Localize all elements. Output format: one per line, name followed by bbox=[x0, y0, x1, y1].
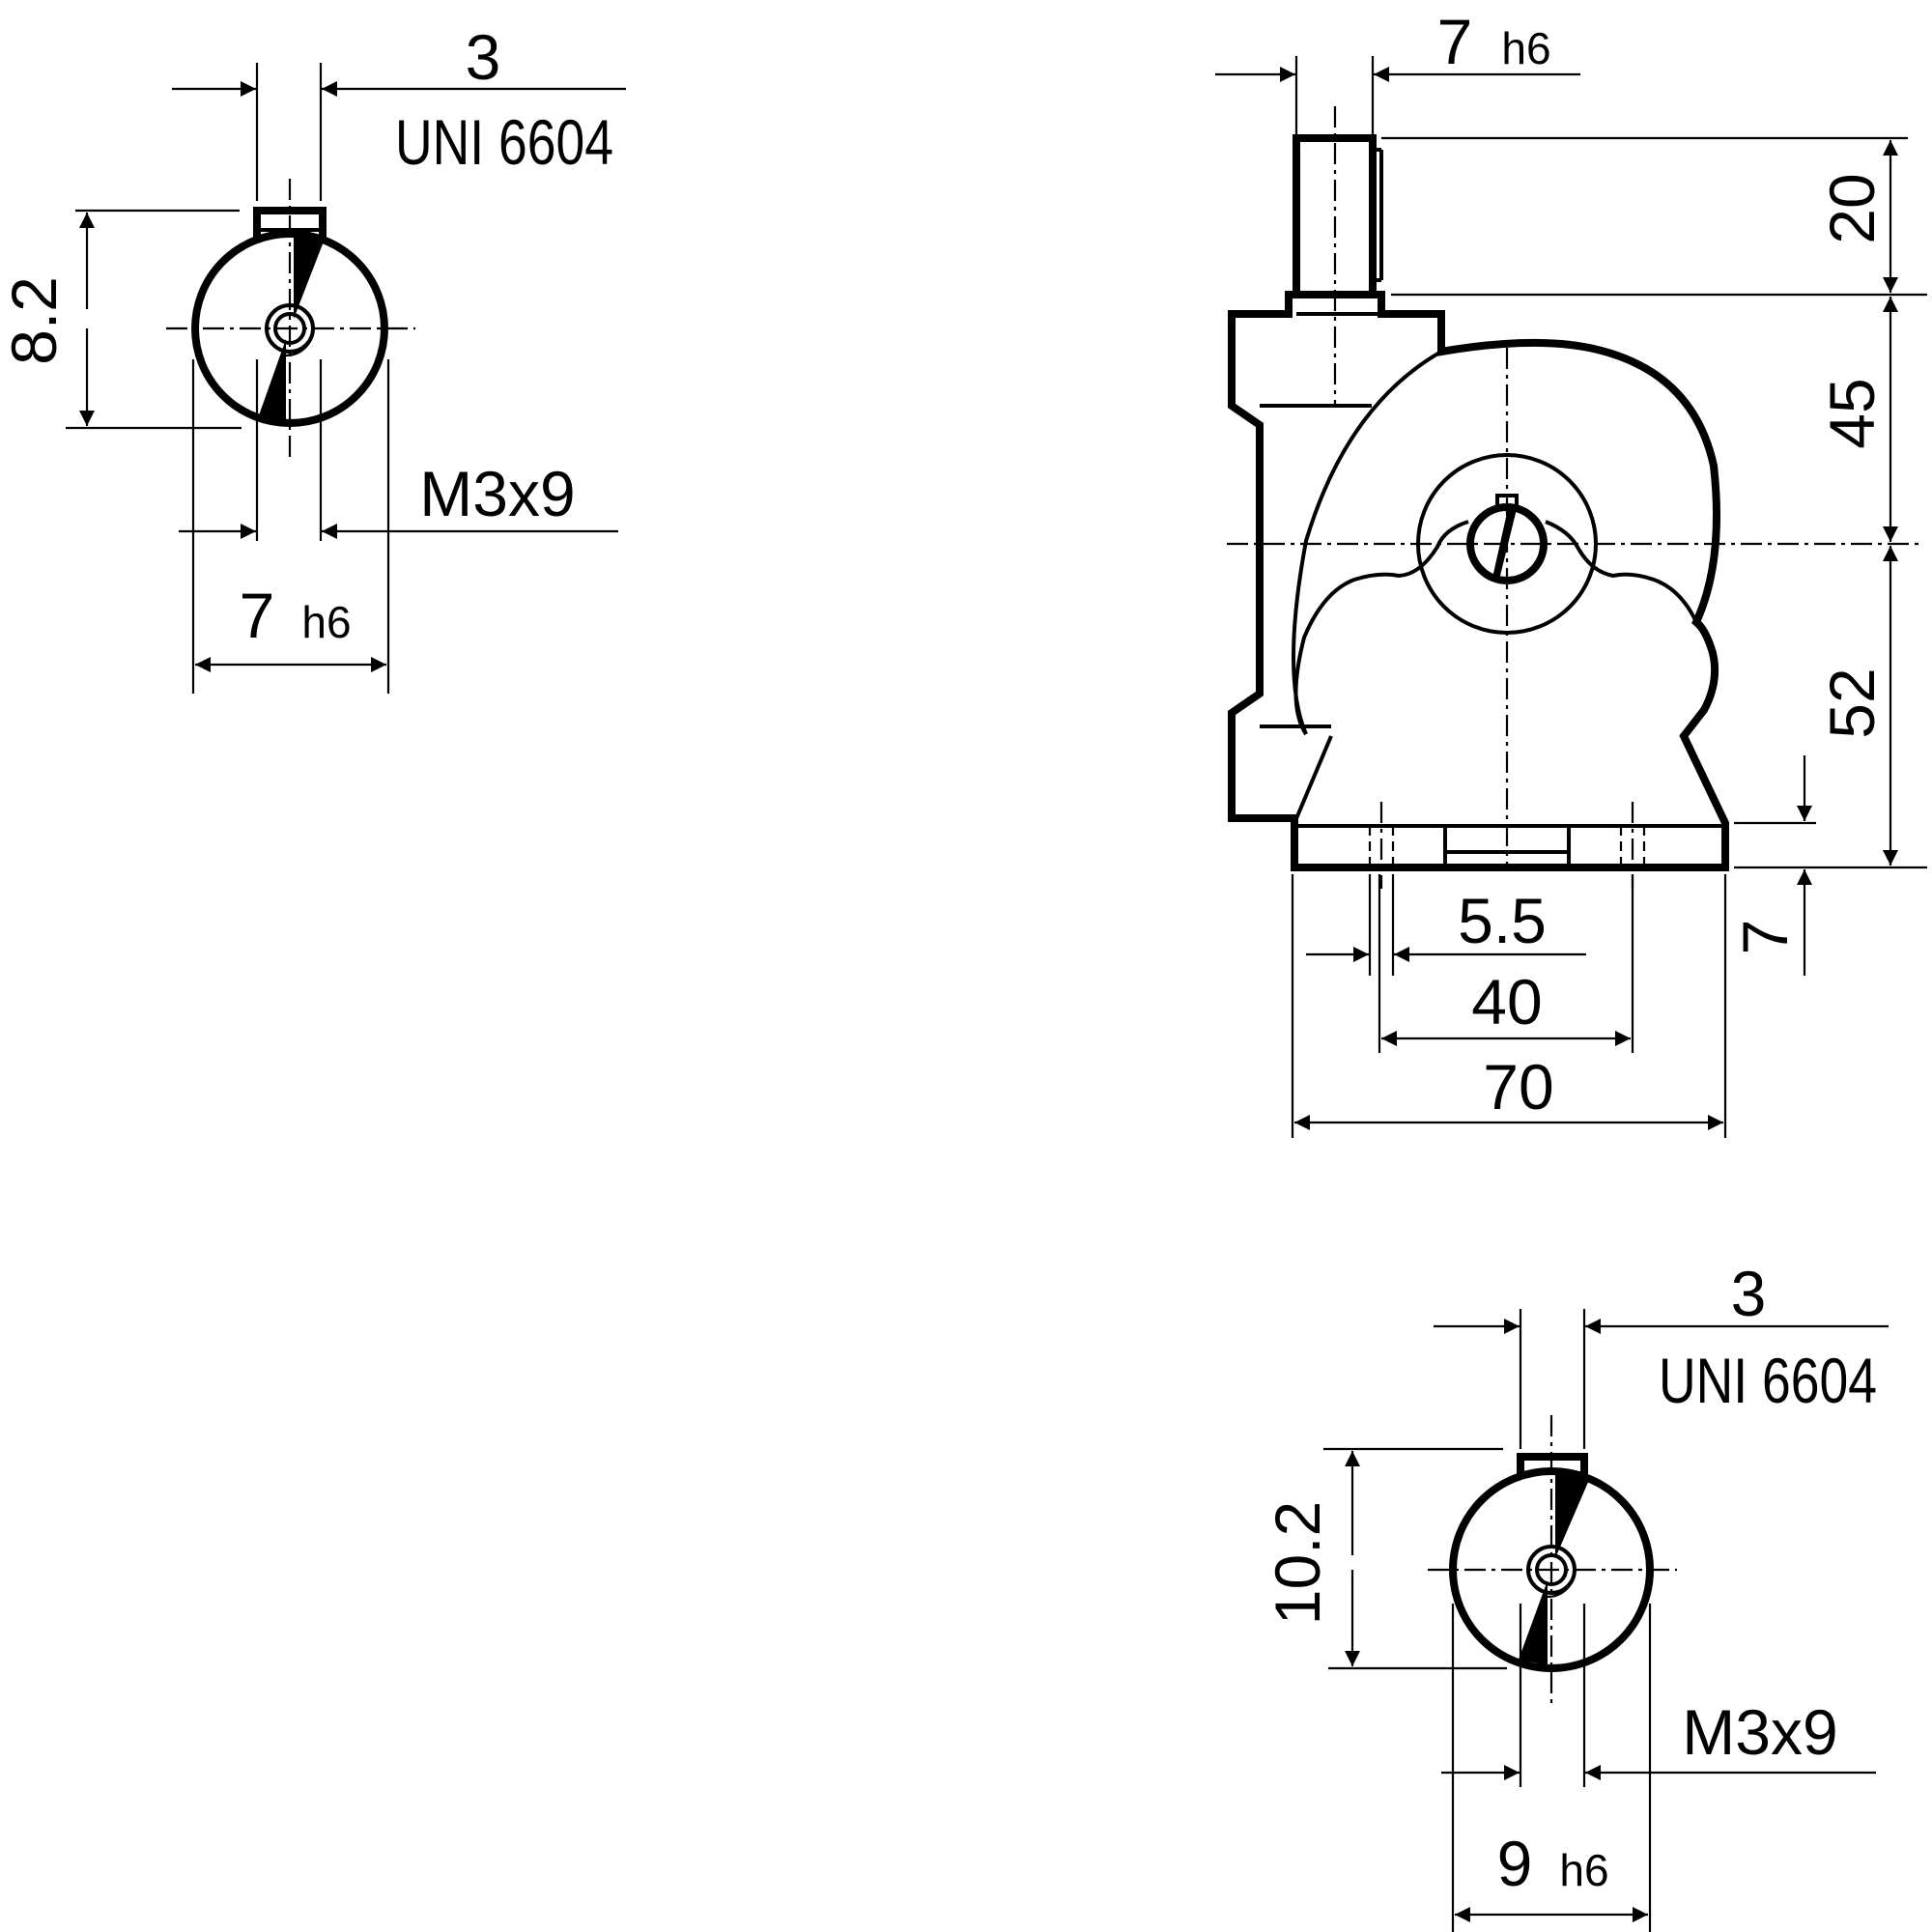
tolerance-label: h6 bbox=[1559, 1845, 1608, 1895]
key-height-label: 8.2 bbox=[0, 276, 70, 365]
base-pad-edges bbox=[1443, 826, 1571, 867]
key-hatch-bottom bbox=[1519, 1580, 1548, 1665]
housing-contour-arc bbox=[1292, 350, 1442, 735]
thread-label: M3x9 bbox=[419, 458, 575, 529]
key-hatch-top bbox=[294, 235, 324, 319]
hole-diameter-label: 5.5 bbox=[1458, 885, 1547, 956]
shaft-end-view-large: 3 UNI 6604 10.2 M3x9 9 h6 bbox=[1262, 1258, 1889, 1932]
thread-arc bbox=[1547, 1573, 1577, 1599]
key-height-label: 10.2 bbox=[1262, 1501, 1333, 1625]
key-hatch-bottom bbox=[259, 339, 286, 421]
hole-spacing-label: 40 bbox=[1471, 966, 1542, 1037]
key-outline bbox=[253, 207, 327, 240]
hole-hidden-lines bbox=[1368, 826, 1646, 867]
input-diameter-label: 7 bbox=[1437, 6, 1473, 77]
tolerance-label: h6 bbox=[301, 597, 351, 647]
shaft-offset-label: 45 bbox=[1816, 378, 1888, 448]
gearbox-front-view: 7 h6 20 45 52 7 5.5 40 70 bbox=[1215, 6, 1927, 1138]
key-width-label: 3 bbox=[466, 21, 501, 93]
housing-outline bbox=[1228, 291, 1729, 871]
housing-contour-left bbox=[1293, 520, 1469, 736]
housing-foot-edge bbox=[1293, 735, 1333, 824]
key-standard-label: UNI 6604 bbox=[395, 106, 613, 178]
input-shaft-outline bbox=[1293, 134, 1377, 295]
housing-contour-right bbox=[1545, 520, 1698, 623]
center-height-label: 52 bbox=[1816, 668, 1888, 738]
diameter-label: 9 bbox=[1497, 1828, 1533, 1899]
key-standard-label: UNI 6604 bbox=[1659, 1345, 1877, 1416]
input-tolerance-label: h6 bbox=[1501, 23, 1550, 73]
thread-label: M3x9 bbox=[1682, 1696, 1837, 1768]
key-width-label: 3 bbox=[1731, 1258, 1767, 1329]
key-hatch-top bbox=[1555, 1473, 1589, 1558]
diameter-label: 7 bbox=[240, 580, 275, 651]
base-thickness-label: 7 bbox=[1729, 920, 1801, 955]
shaft-length-label: 20 bbox=[1816, 173, 1888, 243]
shaft-end-view-small: 3 UNI 6604 8.2 M3x9 7 h6 bbox=[0, 21, 626, 694]
overall-width-label: 70 bbox=[1483, 1051, 1553, 1122]
bore-key-hatch bbox=[1492, 504, 1517, 580]
